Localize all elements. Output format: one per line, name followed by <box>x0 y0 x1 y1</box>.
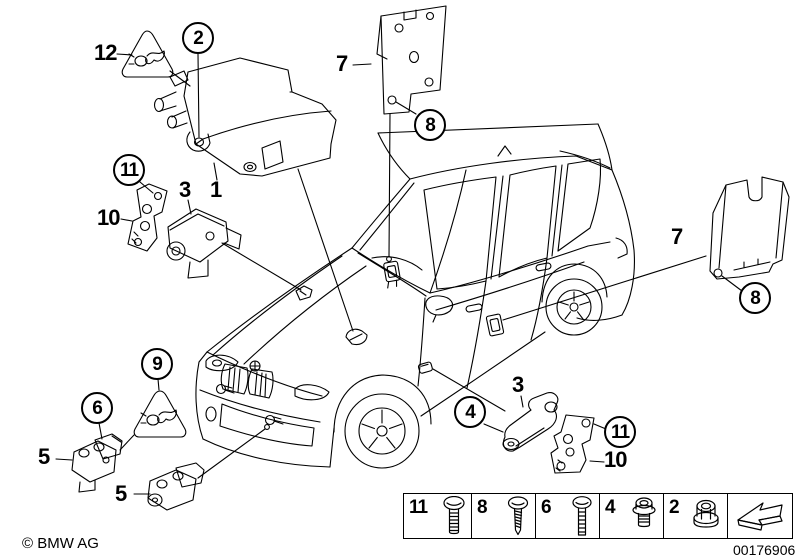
airbag-warning-triangle-icon <box>133 390 187 438</box>
callout-3-upper[interactable]: 3 <box>179 177 191 202</box>
callout-5-left[interactable]: 5 <box>38 444 50 469</box>
direction-arrow-icon <box>737 502 783 531</box>
callout-11-upper[interactable]: 11 <box>113 154 145 186</box>
copyright-notice: © BMW AG <box>22 535 99 552</box>
callout-5-right[interactable]: 5 <box>115 481 127 506</box>
tapping-screw-icon <box>507 496 529 536</box>
callout-3-lower[interactable]: 3 <box>512 372 524 397</box>
callout-8-right[interactable]: 8 <box>739 282 771 314</box>
car-mounted-sensors <box>215 260 505 426</box>
legend-label: 8 <box>477 497 488 518</box>
module-bracket-top <box>376 5 447 115</box>
callout-11-lower[interactable]: 11 <box>604 416 636 448</box>
long-screw-icon <box>572 496 592 536</box>
callout-7-top[interactable]: 7 <box>336 51 348 76</box>
module-bracket-right <box>709 176 790 280</box>
legend-cell-6[interactable]: 6 <box>536 494 600 538</box>
callout-8-top[interactable]: 8 <box>414 109 446 141</box>
legend-label: 11 <box>409 497 428 518</box>
flange-nut-icon <box>693 499 719 528</box>
callout-4[interactable]: 4 <box>454 396 486 428</box>
callout-10-upper[interactable]: 10 <box>97 205 121 230</box>
callout-6[interactable]: 6 <box>81 392 113 424</box>
callout-12[interactable]: 12 <box>94 40 118 65</box>
control-module-part <box>153 57 337 177</box>
flange-bolt-icon <box>632 497 656 528</box>
callout-9[interactable]: 9 <box>141 348 173 380</box>
car-illustration <box>195 123 635 469</box>
front-sensor-part-upper <box>166 208 242 279</box>
drawing-number: 00176906 <box>733 542 796 558</box>
legend-label: 4 <box>605 497 616 518</box>
legend-cell-arrow[interactable] <box>728 494 792 538</box>
callout-1[interactable]: 1 <box>210 177 222 202</box>
machine-screw-icon <box>443 496 465 535</box>
legend-cell-2[interactable]: 2 <box>664 494 728 538</box>
side-sensor-bracket-part <box>502 392 559 452</box>
legend-label: 6 <box>541 497 552 518</box>
mount-bracket-upper <box>127 183 168 252</box>
legend-label: 2 <box>669 497 680 518</box>
airbag-warning-triangle-icon <box>121 30 174 78</box>
callout-2[interactable]: 2 <box>182 22 214 54</box>
fastener-legend-table: 11 8 6 <box>403 493 793 539</box>
legend-cell-8[interactable]: 8 <box>472 494 536 538</box>
callout-10-lower[interactable]: 10 <box>604 447 628 472</box>
front-impact-sensor-left <box>71 433 123 493</box>
legend-cell-4[interactable]: 4 <box>600 494 664 538</box>
front-impact-sensor-right <box>147 462 205 511</box>
legend-cell-11[interactable]: 11 <box>404 494 472 538</box>
callout-7-right[interactable]: 7 <box>671 224 683 249</box>
mount-bracket-lower <box>550 414 595 474</box>
